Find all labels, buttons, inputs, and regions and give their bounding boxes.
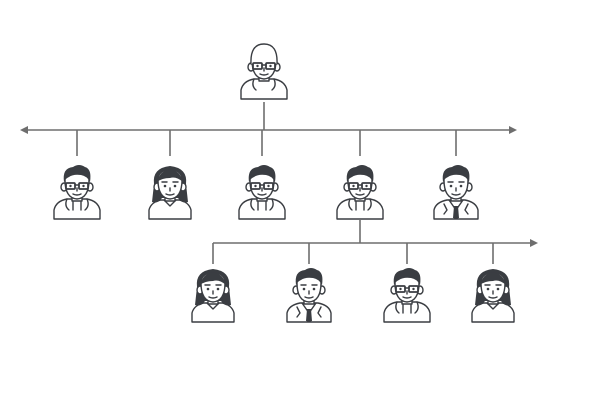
- root-person-avatar: [240, 43, 288, 100]
- connector-lines: [20, 102, 538, 264]
- level1-person-avatar: [238, 165, 286, 220]
- level2-person-avatar: [286, 268, 332, 323]
- level1-person-avatar: [433, 165, 479, 220]
- level1-person-avatar: [148, 166, 192, 220]
- level2-person-avatar: [383, 268, 431, 323]
- level2-person-avatar: [471, 269, 515, 323]
- level2-person-avatar: [191, 269, 235, 323]
- people-layer: [53, 43, 515, 323]
- level1-person-avatar: [53, 165, 101, 220]
- level1-person-avatar: [336, 165, 384, 220]
